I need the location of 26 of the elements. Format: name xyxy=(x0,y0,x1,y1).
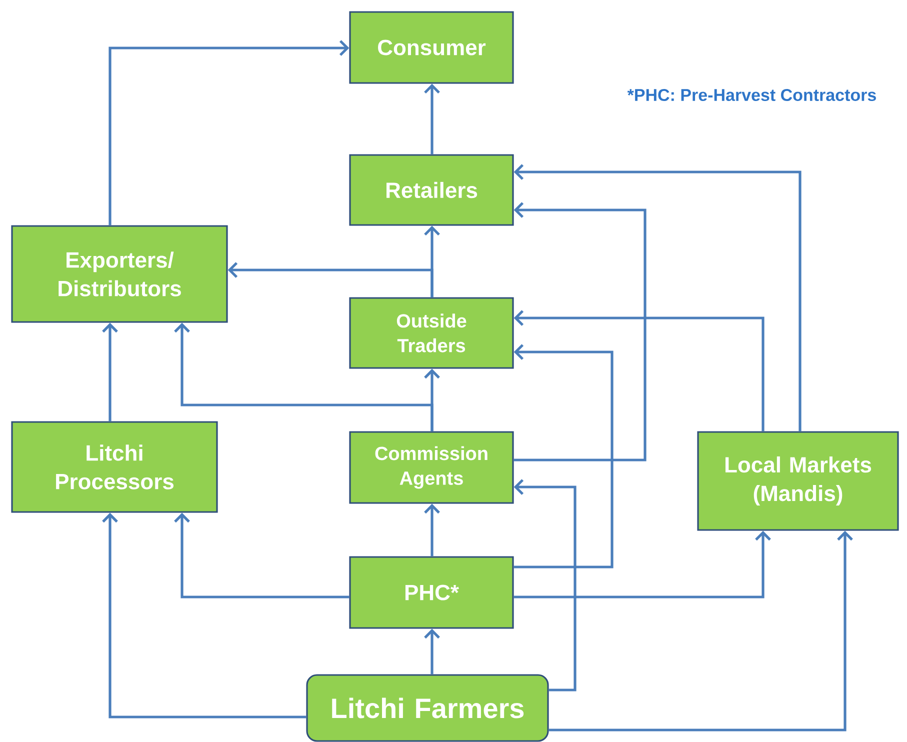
process-box: PHC* xyxy=(349,556,514,629)
arrow xyxy=(174,322,434,432)
arrow xyxy=(174,512,350,598)
arrow xyxy=(108,40,350,226)
arrow xyxy=(548,530,853,732)
process-box: Litchi Processors xyxy=(11,421,218,513)
process-box: Retailers xyxy=(349,154,514,226)
arrow xyxy=(424,84,440,154)
arrow xyxy=(514,479,576,692)
arrow xyxy=(102,322,118,422)
arrow xyxy=(514,164,802,432)
note-text: *PHC: Pre-Harvest Contractors xyxy=(627,88,876,102)
arrow xyxy=(424,628,440,674)
arrow xyxy=(514,310,764,432)
arrow xyxy=(514,344,614,568)
arrow xyxy=(514,530,771,598)
arrow xyxy=(514,202,646,462)
process-box: Outside Traders xyxy=(349,297,514,369)
arrow xyxy=(424,504,440,556)
process-box: Local Markets (Mandis) xyxy=(697,431,899,531)
process-box: Commission Agents xyxy=(349,431,514,504)
arrow xyxy=(228,262,434,298)
process-box: Litchi Farmers xyxy=(306,674,549,742)
process-box: Exporters/ Distributors xyxy=(11,225,228,323)
arrow xyxy=(102,512,306,718)
process-box: Consumer xyxy=(349,11,514,84)
